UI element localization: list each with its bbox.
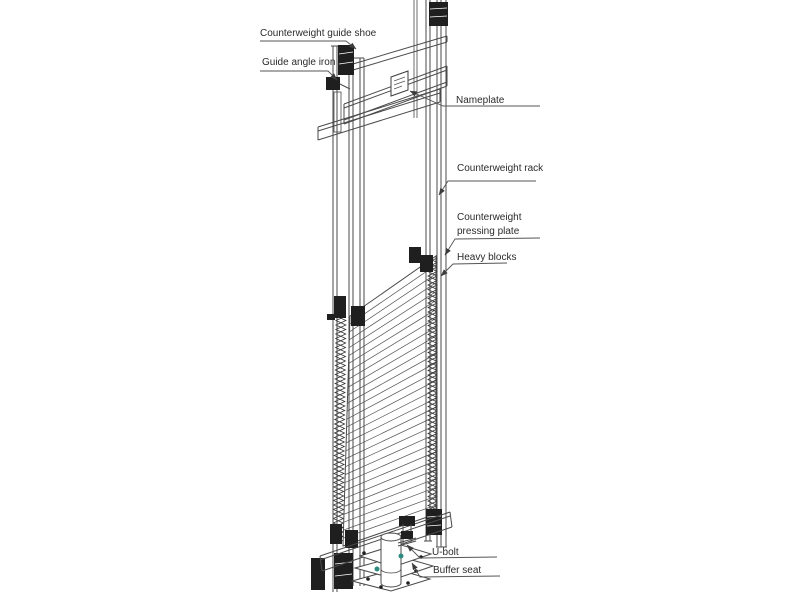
green-marker-dot bbox=[374, 566, 380, 572]
label-nameplate: Nameplate bbox=[456, 95, 505, 106]
upper-beam bbox=[352, 35, 448, 71]
bottom-assembly bbox=[319, 511, 453, 592]
leader-counterweight-pressing-plate bbox=[444, 237, 541, 256]
pressing-plate-clamp-top-left bbox=[327, 296, 365, 326]
leader-nameplate bbox=[409, 90, 540, 107]
green-marker-dot bbox=[398, 553, 404, 559]
leader-counterweight-rack bbox=[438, 180, 536, 196]
label-counterweight-rack: Counterweight rack bbox=[457, 163, 544, 174]
bolt-holes bbox=[362, 551, 423, 589]
u-bolt-clamp bbox=[397, 516, 417, 547]
leader-heavy-blocks bbox=[440, 262, 508, 277]
pressing-plate-clamp-bottom-left bbox=[330, 524, 358, 548]
buffer-cylinder bbox=[380, 532, 402, 588]
main-beam bbox=[343, 65, 448, 125]
label-counterweight-guide-shoe: Counterweight guide shoe bbox=[260, 28, 377, 39]
label-u-bolt: U-bolt bbox=[432, 547, 459, 558]
counterweight-guide-shoe-top-left bbox=[338, 45, 354, 75]
counterweight-guide-shoe-top-right bbox=[429, 2, 448, 26]
leader-guide-angle-iron bbox=[260, 70, 338, 81]
left-guide-rail bbox=[311, 45, 365, 592]
label-guide-angle-iron: Guide angle iron bbox=[262, 57, 335, 68]
pressing-plate-clamp-top-right bbox=[409, 247, 433, 272]
label-heavy-blocks: Heavy blocks bbox=[457, 252, 516, 263]
nameplate bbox=[390, 70, 409, 97]
leader-u-bolt bbox=[406, 544, 498, 559]
counterweight-guide-shoe-bottom-left bbox=[311, 553, 353, 590]
top-crossbeam-assembly bbox=[317, 35, 448, 141]
label-buffer-seat: Buffer seat bbox=[433, 565, 481, 576]
leader-buffer-seat bbox=[411, 562, 501, 578]
guide-angle-iron-bracket bbox=[326, 77, 351, 90]
leader-counterweight-guide-shoe bbox=[260, 40, 357, 50]
counterweight-guide-shoe-bottom-right bbox=[426, 509, 442, 535]
